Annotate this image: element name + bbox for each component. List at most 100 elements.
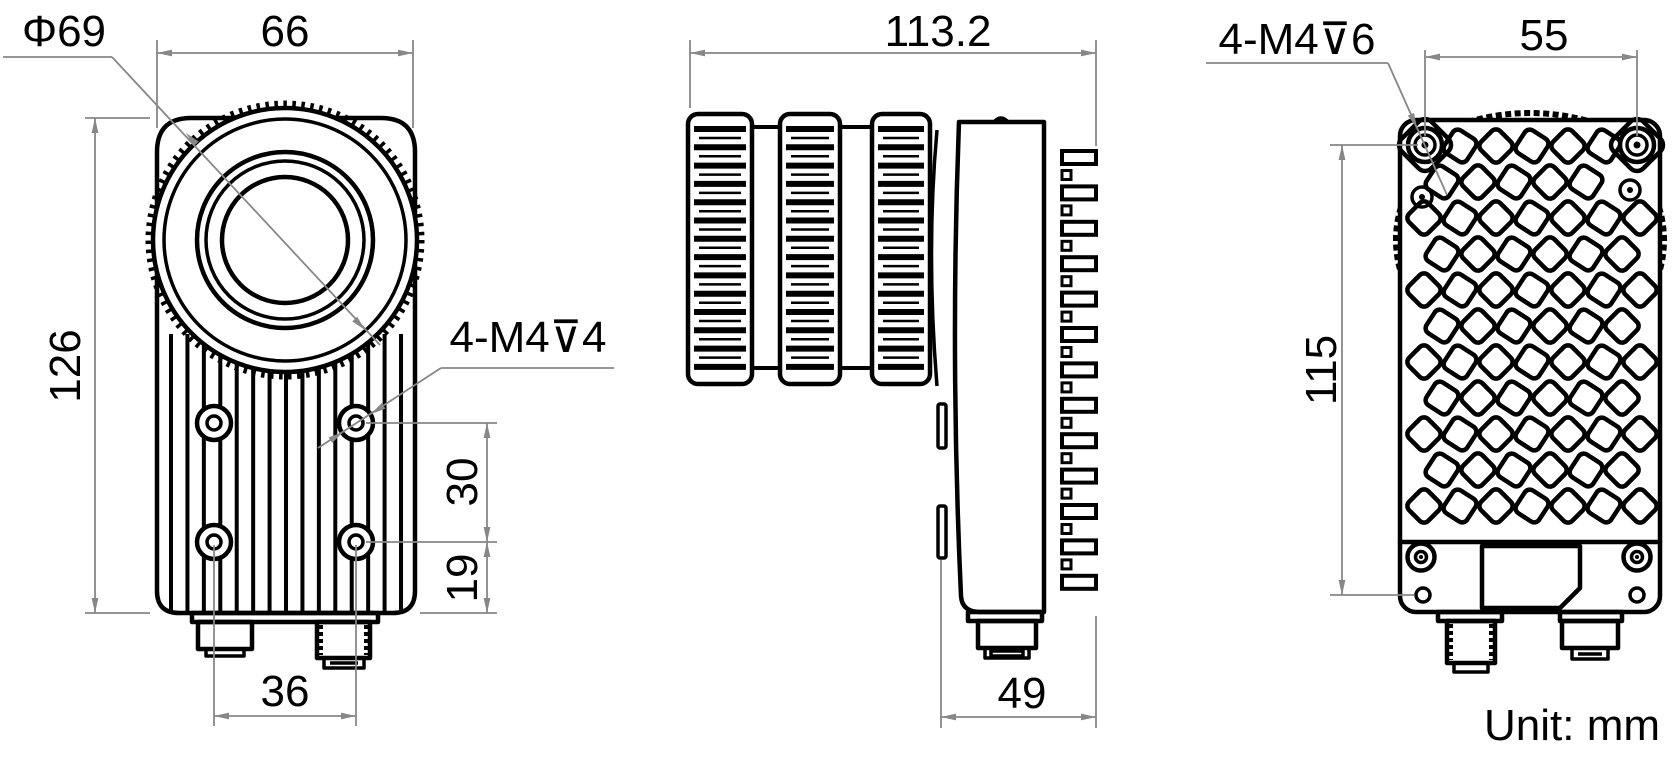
connector-body [314,619,373,661]
heatsink-fin [1060,538,1098,556]
heatsink-fin-tab [1060,416,1073,429]
dim-arrowhead [1407,112,1417,128]
vent-hole [1585,271,1623,309]
connector-step [983,646,1031,660]
dim-arrowhead [186,133,199,147]
lens-ring-inner-edge [162,117,408,363]
lens-mount-edge [929,129,939,387]
mount-hole-thread [347,414,365,432]
dim-hole-row-spacing: 30 [438,458,487,507]
panel-screw-dot [1419,555,1423,559]
vent-hole [1531,451,1569,489]
vent-hole [1567,235,1605,273]
small-screw-dot [1419,194,1425,200]
vent-hole [1513,415,1551,453]
heatsink-fin-tab [1060,487,1073,500]
vent-hole [1423,379,1461,417]
dim-arrowhead [483,423,491,438]
vent-hole [1549,271,1587,309]
dim-arrowhead [352,316,365,330]
dim-total-depth: 113.2 [885,7,992,56]
panel-screw-dot [1635,555,1639,559]
heatsink-fin [1060,573,1098,591]
connector-body [1559,618,1621,651]
panel-display-window [1479,543,1583,611]
dim-arrowhead [157,49,172,57]
vent-hole [1495,235,1533,273]
connector-body [975,618,1039,651]
lens-knurl-teeth [145,100,425,380]
lens-ring [777,111,843,387]
vent-hole [1513,487,1551,525]
vent-hole [1513,271,1551,309]
diameter-line [111,56,381,346]
heatsink-fin [1060,503,1098,520]
dim-arrowhead [1081,713,1096,721]
dim-back-screw-height: 115 [1297,335,1346,405]
vent-hole [1585,343,1623,381]
mount-hole [194,403,234,443]
front-bottom-plate [189,610,381,625]
vent-hole [1603,451,1641,489]
back-corner-screws [1396,116,1666,209]
vent-hole [1495,379,1533,417]
side-view [685,111,1098,660]
dim-arrowhead [1622,53,1637,61]
vent-hole [1585,487,1623,525]
dimension-lines [3,40,1638,728]
vent-hole [1423,235,1461,273]
vent-hole [1477,487,1515,525]
vent-hole [1549,415,1587,453]
vent-hole [1441,343,1479,381]
panel-screw-ring [1629,549,1645,565]
vent-hole [1621,343,1659,381]
vent-hole [1531,307,1569,345]
lens-aperture [219,174,351,306]
vent-hole [1567,307,1605,345]
corner-screw-dot [1633,141,1641,149]
vent-hole [1495,307,1533,345]
dim-front-height: 126 [41,329,90,402]
front-view [145,100,425,670]
vent-hole [1567,451,1605,489]
heatsink-fin [1060,184,1098,202]
vent-hole [1459,235,1497,273]
lens-ring [685,111,755,387]
vent-hole [1621,271,1659,309]
heatsink-fin-tab [1060,239,1073,252]
dim-arrowhead [371,402,386,414]
heatsink-fin [1060,219,1098,237]
connector-body [195,619,255,652]
connector-detail [989,649,1025,658]
small-screw [1410,185,1434,209]
dim-body-depth: 49 [998,669,1047,718]
dim-arrowhead [1338,580,1346,595]
vent-hole [1495,451,1533,489]
small-screw [1618,178,1642,202]
heatsink-fins [1060,149,1098,591]
vent-hole [1621,199,1659,237]
dim-arrowhead [214,712,229,720]
vent-hole [1441,487,1479,525]
vent-hole [1531,379,1569,417]
vent-hole [1585,415,1623,453]
dim-hole-col-spacing: 36 [261,667,310,716]
lens-barrel-gaps [752,125,872,370]
vent-hole [1621,415,1659,453]
heatsink-fin-tab [1060,558,1073,571]
vent-hole [1423,307,1461,345]
side-body-outline [952,119,1047,615]
heatsink-fin-tab [1060,204,1073,217]
vent-hole [1405,199,1443,237]
connector-step [204,647,246,658]
vent-hole [1531,235,1569,273]
dim-arrowhead [398,49,413,57]
vent-hole [1477,343,1515,381]
vent-hole [1621,487,1659,525]
vent-hole [1567,163,1605,201]
leader-line [1387,62,1448,196]
vent-hole [1513,127,1551,165]
heatsink-fin [1060,326,1098,343]
vent-hole [1495,163,1533,201]
dim-arrowhead [1081,49,1096,57]
